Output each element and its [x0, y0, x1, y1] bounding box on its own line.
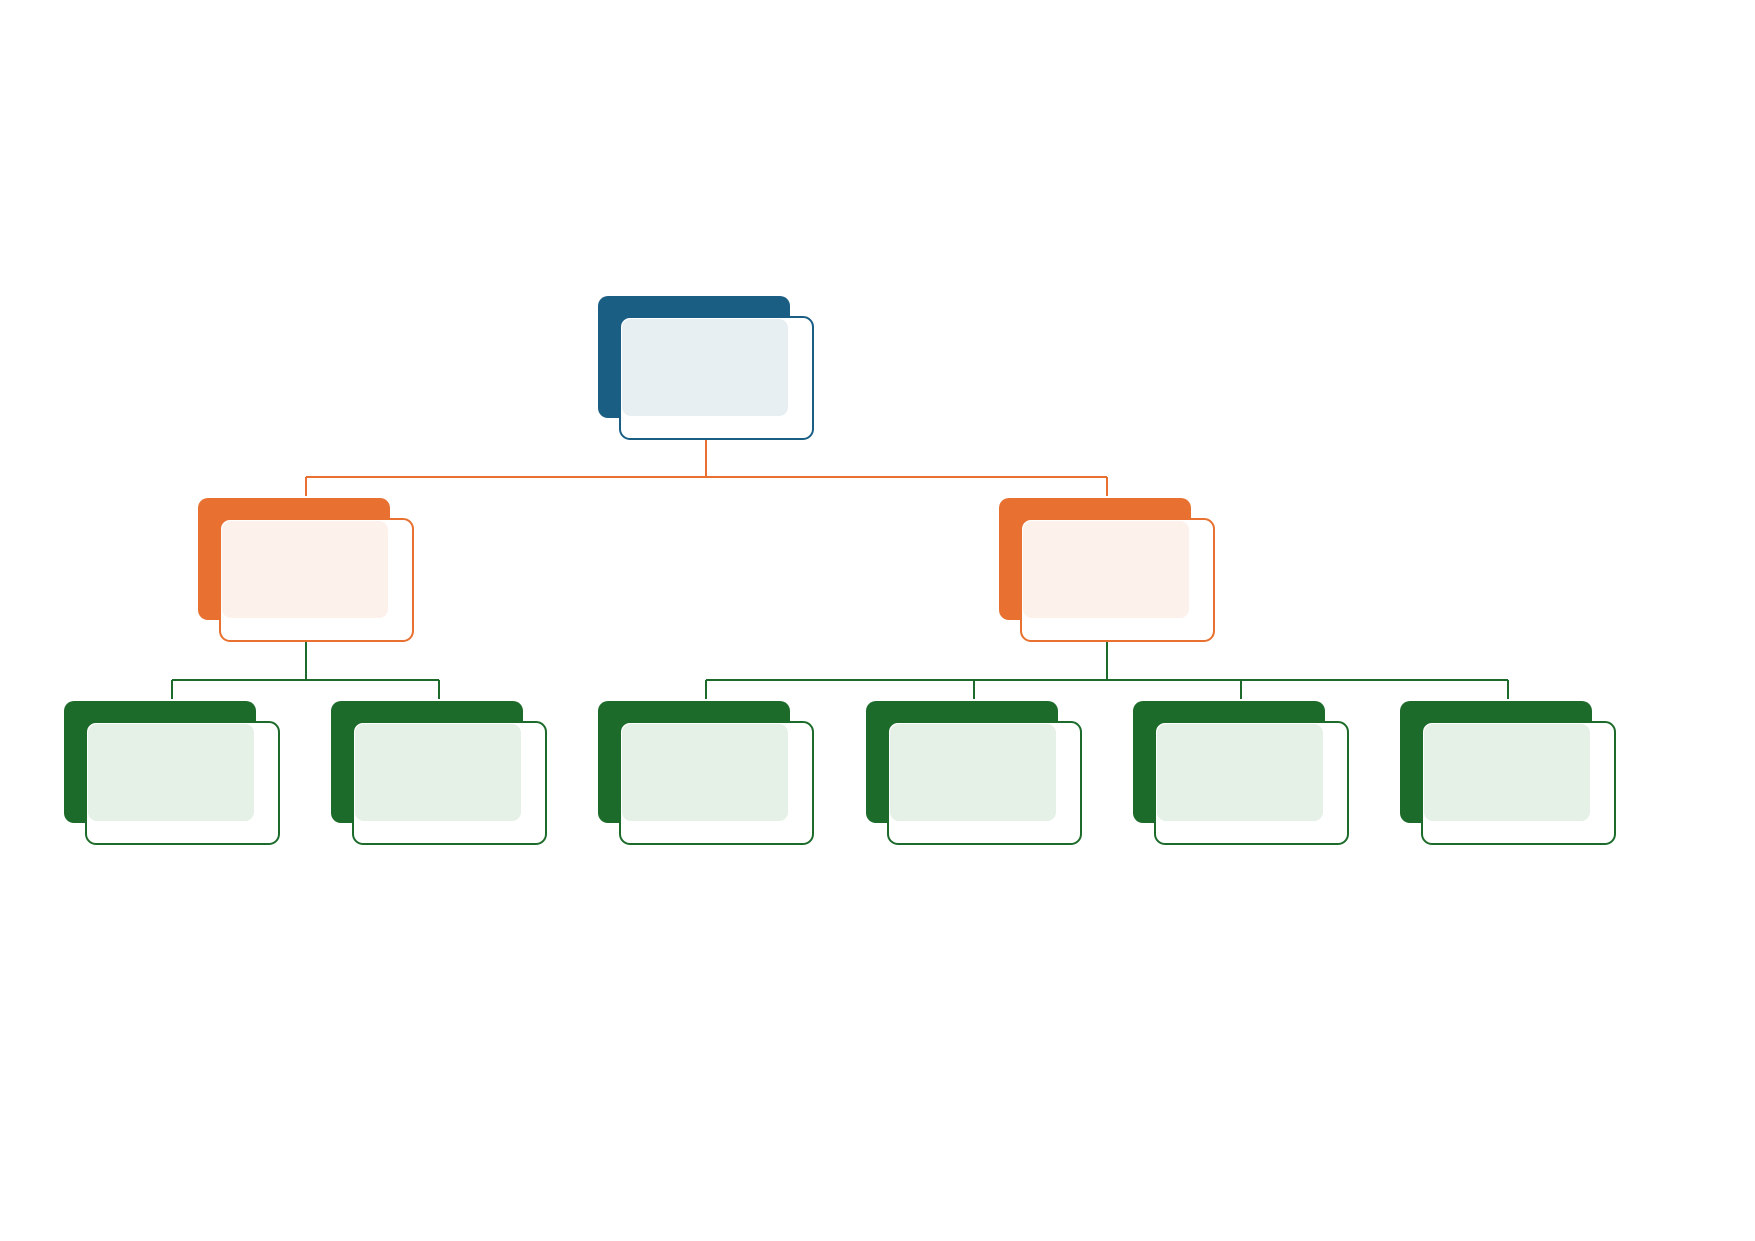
level3-node-1-2-inner-panel [355, 724, 521, 821]
level3-node-2-4-inner-panel [1424, 724, 1590, 821]
level2-node-2-inner-panel [1023, 521, 1189, 618]
level3-node-1-1-inner-panel [88, 724, 254, 821]
level3-node-2-1 [598, 701, 814, 845]
level3-node-2-1-inner-panel [622, 724, 788, 821]
level3-node-2-3-inner-panel [1157, 724, 1323, 821]
level2-node-1 [198, 498, 414, 642]
root-node-inner-panel [622, 319, 788, 416]
connector-lines [171, 418, 1509, 699]
level2-node-2 [999, 498, 1215, 642]
level2-node-1-inner-panel [222, 521, 388, 618]
level3-node-2-2 [866, 701, 1082, 845]
level3-node-1-2 [331, 701, 547, 845]
level3-node-2-4 [1400, 701, 1616, 845]
org-chart-nodes [64, 296, 1616, 845]
root-node [598, 296, 814, 440]
level3-node-2-3 [1133, 701, 1349, 845]
level3-node-1-1 [64, 701, 280, 845]
level3-node-2-2-inner-panel [890, 724, 1056, 821]
